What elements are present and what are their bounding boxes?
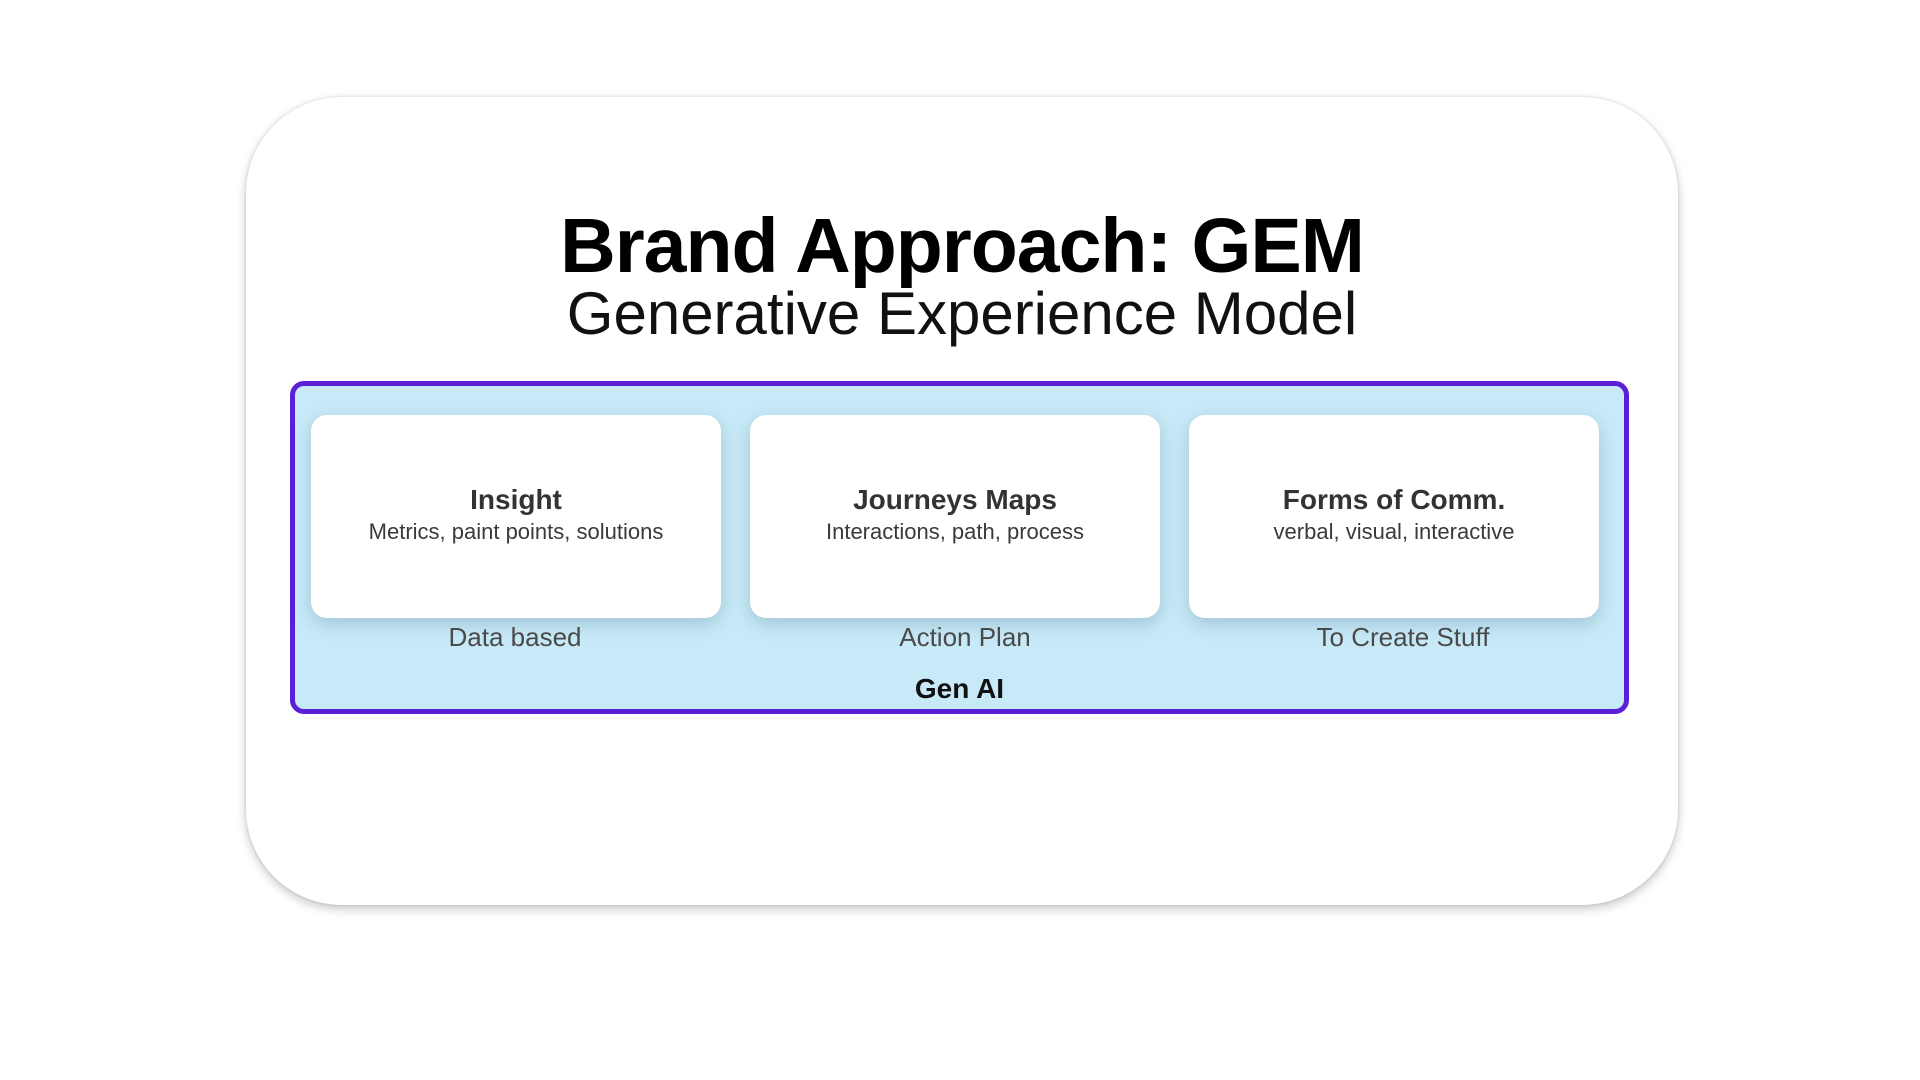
card-title: Insight [470, 484, 562, 515]
slide-card: Brand Approach: GEM Generative Experienc… [246, 97, 1678, 905]
gen-ai-label: Gen AI [914, 673, 1005, 704]
journeys-maps-card: Journeys Maps Interactions, path, proces… [750, 415, 1160, 618]
card-title: Forms of Comm. [1282, 484, 1506, 515]
insight-card: Insight Metrics, paint points, solutions [311, 415, 721, 618]
card-title: Journeys Maps [853, 484, 1057, 515]
slide-title: Brand Approach: GEM [560, 203, 1365, 289]
card-description: Interactions, path, process [825, 519, 1085, 544]
caption-action-plan: Action Plan [899, 622, 1031, 652]
slide-subtitle: Generative Experience Model [566, 280, 1358, 347]
forms-of-comm-card: Forms of Comm. verbal, visual, interacti… [1189, 415, 1599, 618]
caption-data-based: Data based [448, 622, 582, 652]
card-description: verbal, visual, interactive [1273, 519, 1515, 544]
gen-ai-panel: Insight Metrics, paint points, solutions… [290, 381, 1629, 714]
card-description: Metrics, paint points, solutions [368, 519, 664, 544]
caption-to-create-stuff: To Create Stuff [1316, 622, 1490, 652]
